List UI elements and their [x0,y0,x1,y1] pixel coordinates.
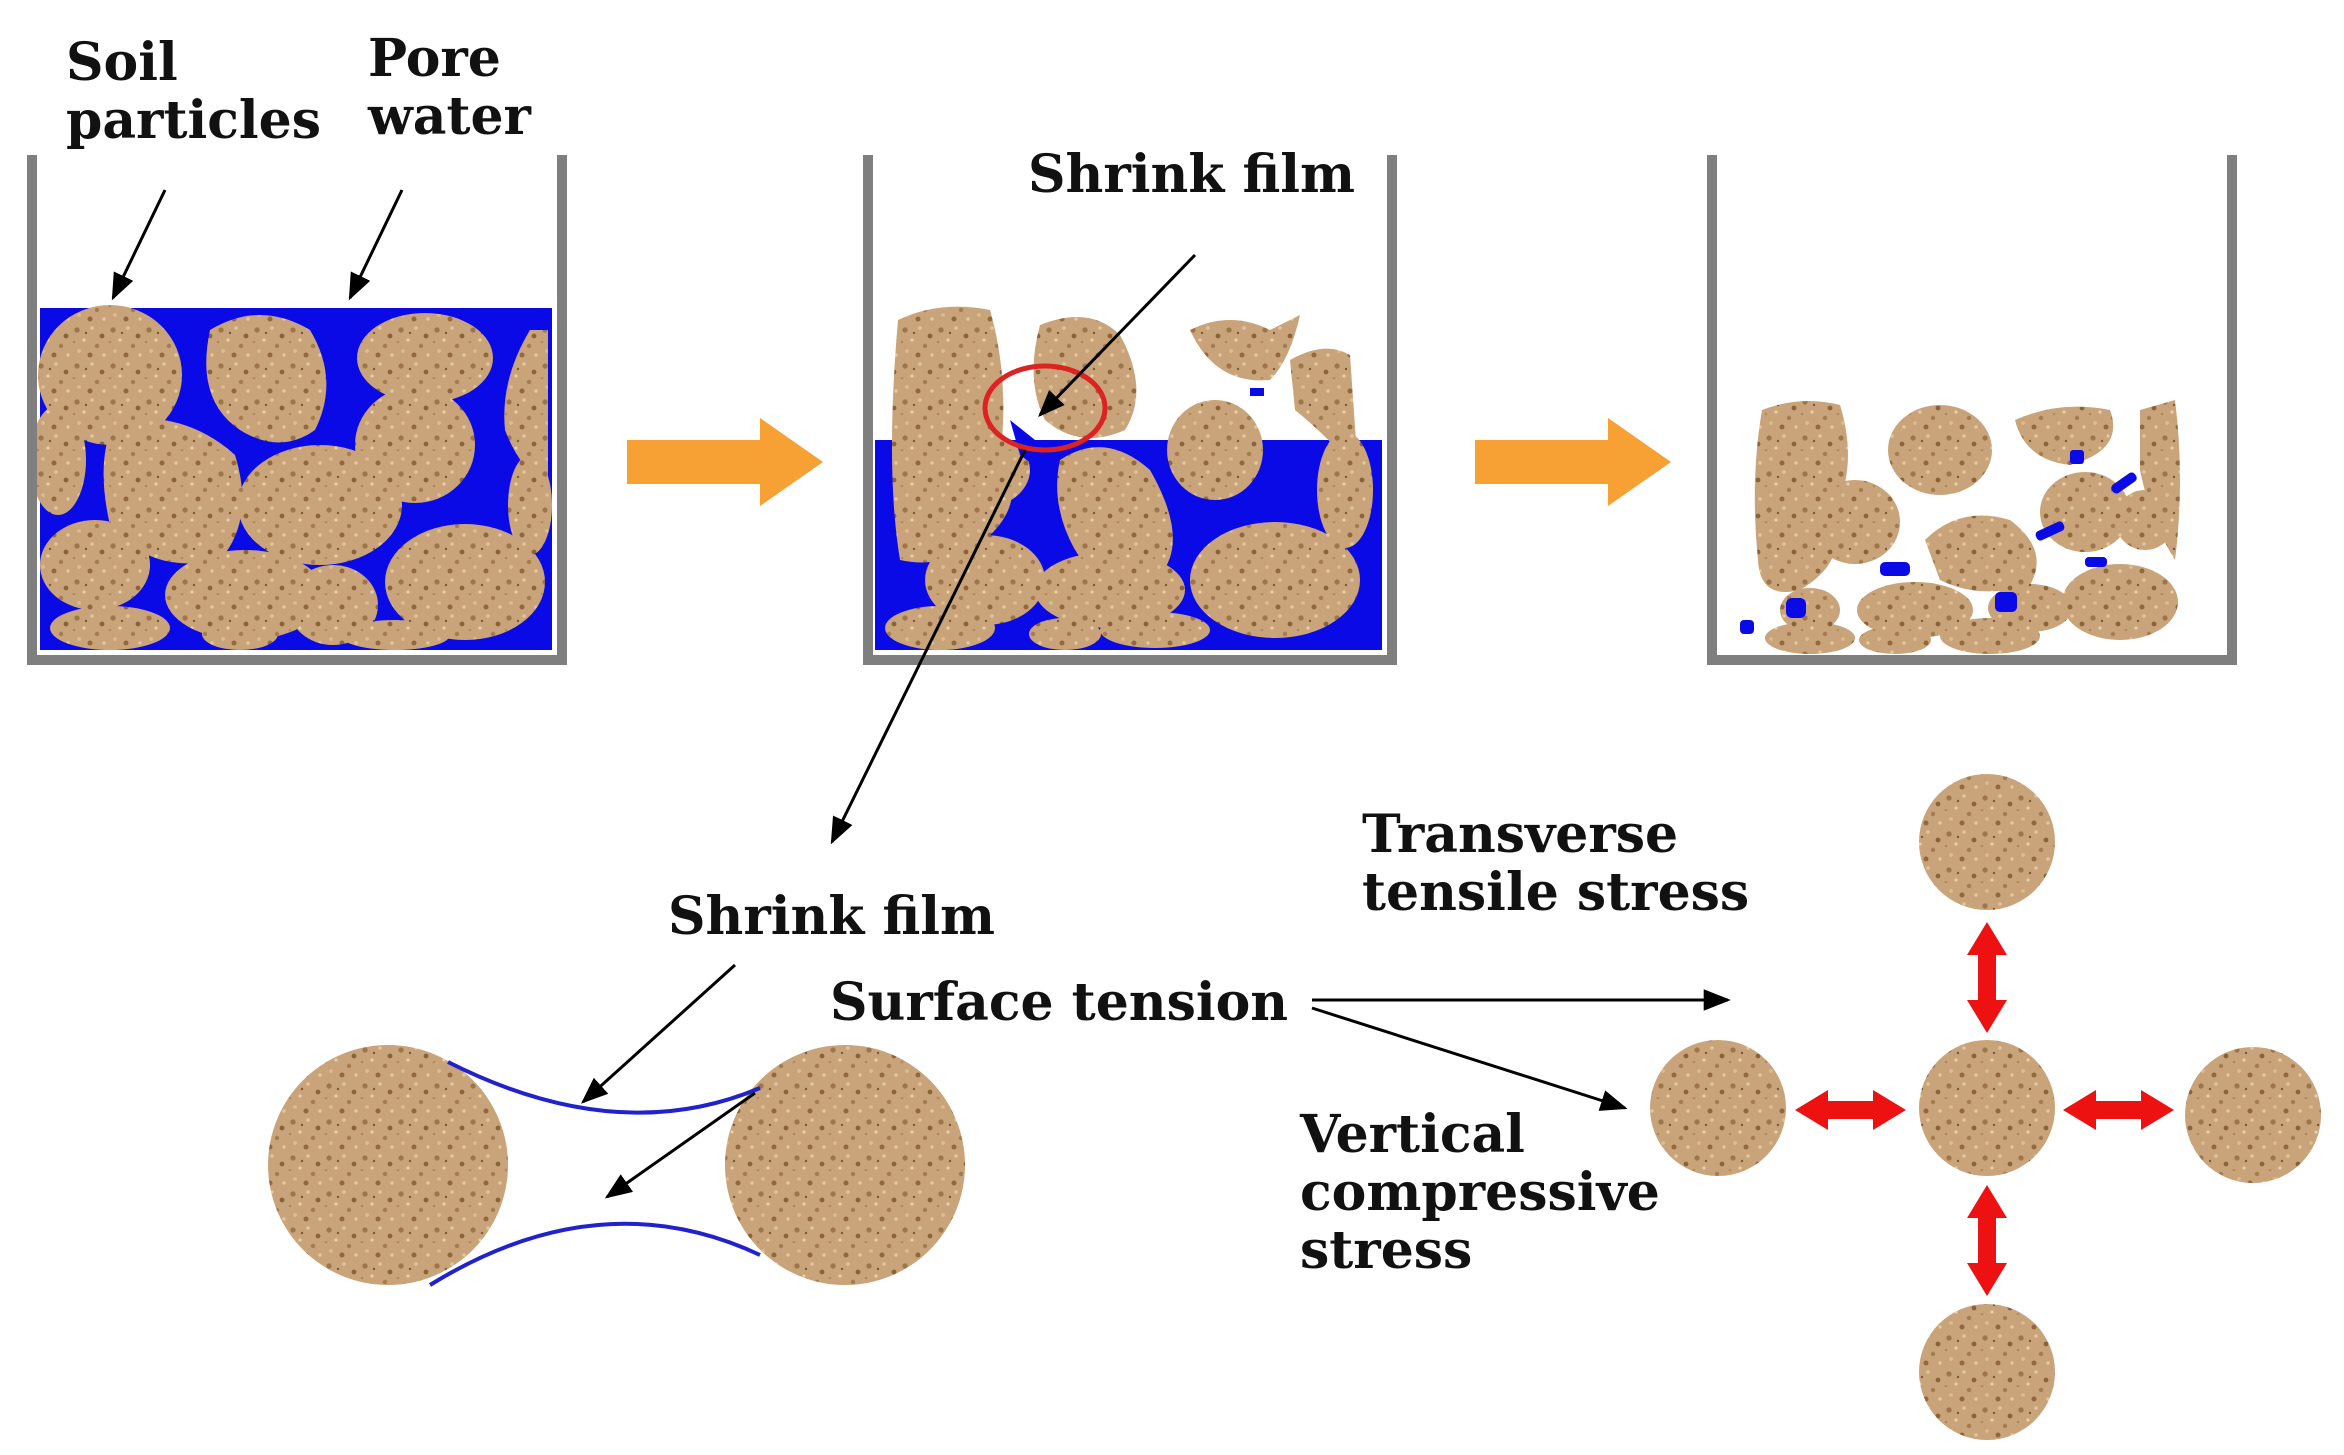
leader-arrow-zoom [830,449,1027,845]
label-transverse-tensile-stress: Transverse tensile stress [1362,804,1750,924]
arrow-to-vertical [1311,1006,1628,1111]
leader-arrow-shrink-film-1 [580,963,737,1104]
soil-particles-stage-2 [885,306,1373,650]
leader-arrow-shrink-film-top [1038,253,1197,417]
red-double-arrows [1795,922,2174,1296]
red-arrow-up [1967,922,2007,1033]
residual-water-bridges [1740,450,2137,634]
zoom-particle-right [725,1045,965,1285]
zoom-particle-left [268,1045,508,1285]
leader-arrow-pore-water [348,189,404,301]
red-arrow-right [2063,1090,2174,1130]
shrink-film-zoom [268,963,965,1287]
shrink-film-curve-bottom [428,1221,761,1287]
stress-particle-top [1919,774,2055,910]
soil-particles-stage-3 [1754,400,2180,654]
process-arrow-1 [627,418,823,506]
shrink-film-curve-top [447,1060,761,1115]
stress-particle-right [2185,1047,2321,1183]
leader-arrow-shrink-film-2 [604,1091,756,1199]
shrink-film-highlight-circle [982,363,1108,453]
stress-diagram [1650,774,2321,1440]
stage-3-dry [1707,155,2237,665]
soil-particles-stage-1 [30,305,552,650]
container-stage-1 [27,155,567,665]
stage-2-drying [863,155,1397,665]
container-stage-2 [863,155,1397,665]
stress-particle-center [1919,1040,2055,1176]
label-vertical-compressive-stress: Vertical compressive stress [1300,1104,1660,1282]
red-arrow-down [1967,1185,2007,1296]
label-shrink-film-bottom: Shrink film [668,886,996,947]
label-pore-water: Pore water [368,28,531,148]
stress-particle-bottom [1919,1304,2055,1440]
stage-1-saturated [27,155,567,665]
label-surface-tension: Surface tension [830,972,1289,1033]
red-arrow-left [1795,1090,1906,1130]
process-arrow-2 [1475,418,1671,506]
leader-arrow-soil-particles [111,189,167,301]
label-soil-particles: Soil particles [66,32,321,152]
label-shrink-film-top: Shrink film [1028,144,1356,205]
container-stage-3 [1707,155,2237,665]
stress-particle-left [1650,1040,1786,1176]
